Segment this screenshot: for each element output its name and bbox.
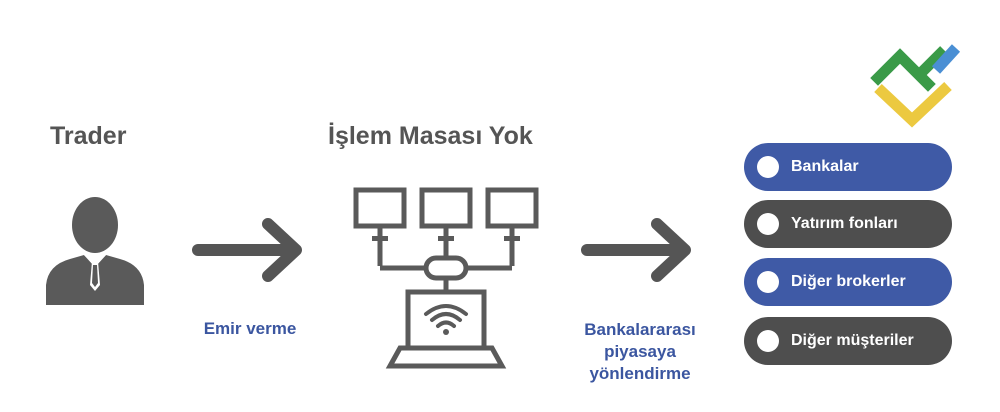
destination-pill-investment-funds: Yatırım fonları	[744, 200, 952, 248]
bullet-dot	[757, 213, 779, 235]
destination-label: Bankalar	[791, 158, 859, 175]
bullet-dot	[757, 156, 779, 178]
destination-pill-other-clients: Diğer müşteriler	[744, 317, 952, 365]
brand-logo-icon	[870, 44, 961, 128]
routing-caption: Bankalararası piyasaya yönlendirme	[560, 319, 720, 385]
arrow-right-icon	[192, 218, 302, 282]
destination-pill-banks: Bankalar	[744, 143, 952, 191]
routing-caption-line: piyasaya	[604, 342, 676, 361]
trader-caption: Emir verme	[203, 319, 297, 338]
desk-title: İşlem Masası Yok	[328, 122, 533, 150]
trader-title: Trader	[50, 122, 127, 150]
bullet-dot	[757, 330, 779, 352]
destination-label: Diğer brokerler	[791, 273, 906, 290]
trader-person-icon	[46, 197, 144, 305]
destination-label: Yatırım fonları	[791, 215, 898, 232]
destination-label: Diğer müşteriler	[791, 332, 914, 349]
destination-pill-other-brokers: Diğer brokerler	[744, 258, 952, 306]
routing-caption-line: Bankalararası	[584, 320, 696, 339]
bullet-dot	[757, 271, 779, 293]
network-computers-icon	[353, 187, 539, 369]
routing-caption-line: yönlendirme	[589, 364, 691, 383]
arrow-right-icon	[581, 218, 691, 282]
